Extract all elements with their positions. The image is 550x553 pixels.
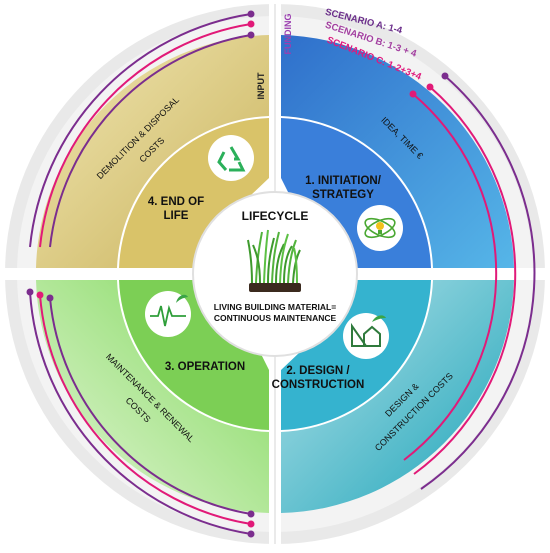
phase-2-line1: 2. DESIGN /	[286, 365, 350, 377]
phase-1-line1: 1. INITIATION/	[305, 175, 382, 187]
cost-ring	[36, 35, 514, 513]
input-label: INPUT	[256, 72, 266, 100]
scenario-lines-bottom-left	[29, 291, 252, 535]
grass-tray-icon	[247, 229, 301, 292]
ruler-house-leaf-icon	[343, 313, 389, 359]
phase-4-line1: 4. END OF	[148, 196, 204, 208]
scenario-endpoints-bottom-left	[26, 288, 255, 538]
center-circle	[192, 191, 358, 357]
scenario-lines-right	[403, 75, 536, 490]
recycle-icon	[208, 135, 254, 181]
phase-3-line1: 3. OPERATION	[165, 361, 245, 373]
phase-1-line2: STRATEGY	[312, 189, 374, 201]
funding-label: FUNDING	[283, 14, 293, 55]
scenario-endpoints-top-left	[247, 10, 255, 39]
heartbeat-leaf-icon	[145, 291, 191, 337]
center-caption-line1: LIVING BUILDING MATERIAL=	[214, 302, 336, 312]
center-caption-line2: CONTINUOUS MAINTENANCE	[214, 313, 337, 323]
phase-4-line2: LIFE	[164, 210, 189, 222]
scenario-lines-top-left	[29, 13, 252, 248]
center-title: LIFECYCLE	[242, 209, 309, 223]
scenario-endpoints-right	[409, 72, 449, 98]
phase-2-line2: CONSTRUCTION	[272, 379, 365, 391]
atom-lightbulb-icon	[357, 205, 403, 251]
